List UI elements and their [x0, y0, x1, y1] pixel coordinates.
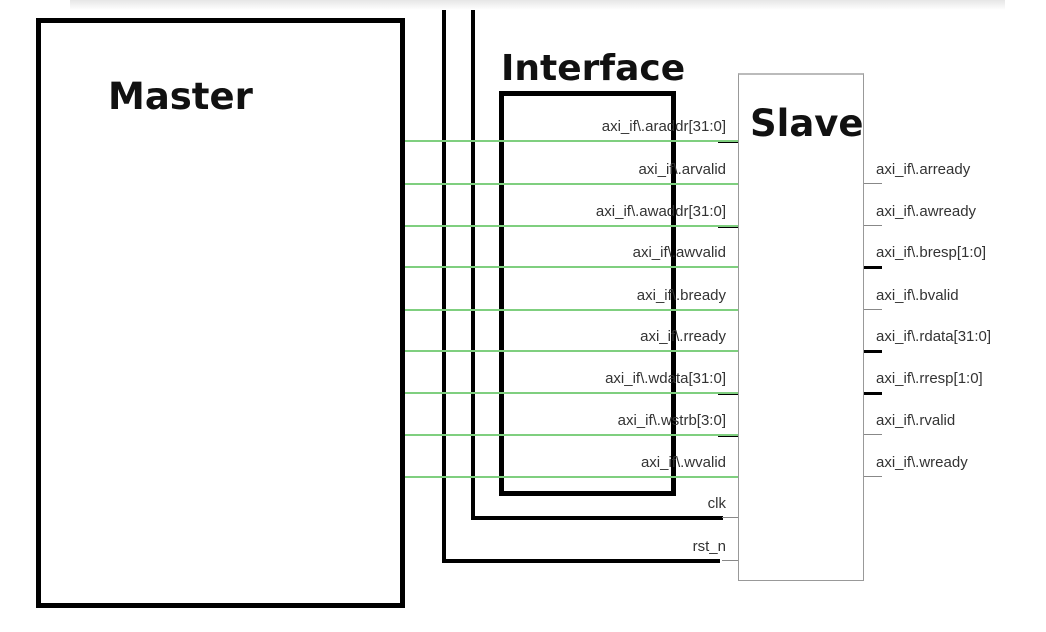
signal-wire	[405, 183, 738, 185]
slave-input-pin	[722, 560, 738, 561]
slave-input-port-label: axi_if\.wdata[31:0]	[605, 370, 726, 387]
rst-n-vertical-wire	[442, 10, 446, 563]
clk-vertical-wire	[471, 10, 475, 520]
signal-wire	[405, 309, 738, 311]
slave-input-port-label: axi_if\.araddr[31:0]	[601, 118, 726, 135]
slave-input-port-label: axi_if\.awvalid	[632, 244, 726, 261]
top-shadow-bar	[70, 0, 1005, 10]
slave-output-pin	[864, 183, 882, 184]
slave-input-port-label: axi_if\.arvalid	[638, 161, 726, 178]
slave-input-port-label: axi_if\.rready	[640, 328, 726, 345]
master-label: Master	[108, 75, 253, 118]
slave-output-port-label: axi_if\.awready	[876, 203, 977, 220]
signal-wire	[405, 434, 738, 436]
slave-output-port-label: axi_if\.bresp[1:0]	[876, 244, 987, 261]
signal-wire	[405, 350, 738, 352]
slave-output-port-label: axi_if\.arready	[876, 161, 971, 178]
slave-input-port-label: rst_n	[692, 538, 726, 555]
slave-output-port-label: axi_if\.rresp[1:0]	[876, 370, 983, 387]
rst-n-horizontal-wire	[442, 559, 720, 563]
signal-wire	[405, 266, 738, 268]
slave-block	[738, 73, 864, 581]
slave-input-port-label: clk	[707, 495, 726, 512]
slave-output-pin	[864, 476, 882, 477]
signal-wire	[405, 392, 738, 394]
interface-block	[499, 91, 676, 496]
slave-output-pin	[864, 392, 882, 395]
signal-wire	[405, 476, 738, 478]
slave-input-port-label: axi_if\.wvalid	[640, 454, 726, 471]
slave-input-port-label: axi_if\.awaddr[31:0]	[595, 203, 726, 220]
slave-input-port-label: axi_if\.bready	[636, 287, 726, 304]
clk-horizontal-wire	[471, 516, 723, 520]
slave-output-pin	[864, 309, 882, 310]
slave-output-pin	[864, 225, 882, 226]
slave-output-port-label: axi_if\.rdata[31:0]	[876, 328, 992, 345]
signal-wire	[405, 140, 738, 142]
slave-output-pin	[864, 266, 882, 269]
slave-input-pin	[722, 517, 738, 518]
slave-output-port-label: axi_if\.bvalid	[876, 287, 959, 304]
master-block	[36, 18, 405, 608]
slave-output-port-label: axi_if\.wready	[876, 454, 968, 471]
slave-output-port-label: axi_if\.rvalid	[876, 412, 956, 429]
slave-output-pin	[864, 434, 882, 435]
slave-label: Slave	[750, 102, 864, 145]
slave-output-pin	[864, 350, 882, 353]
signal-wire	[405, 225, 738, 227]
interface-label: Interface	[501, 48, 686, 89]
slave-input-port-label: axi_if\.wstrb[3:0]	[617, 412, 726, 429]
